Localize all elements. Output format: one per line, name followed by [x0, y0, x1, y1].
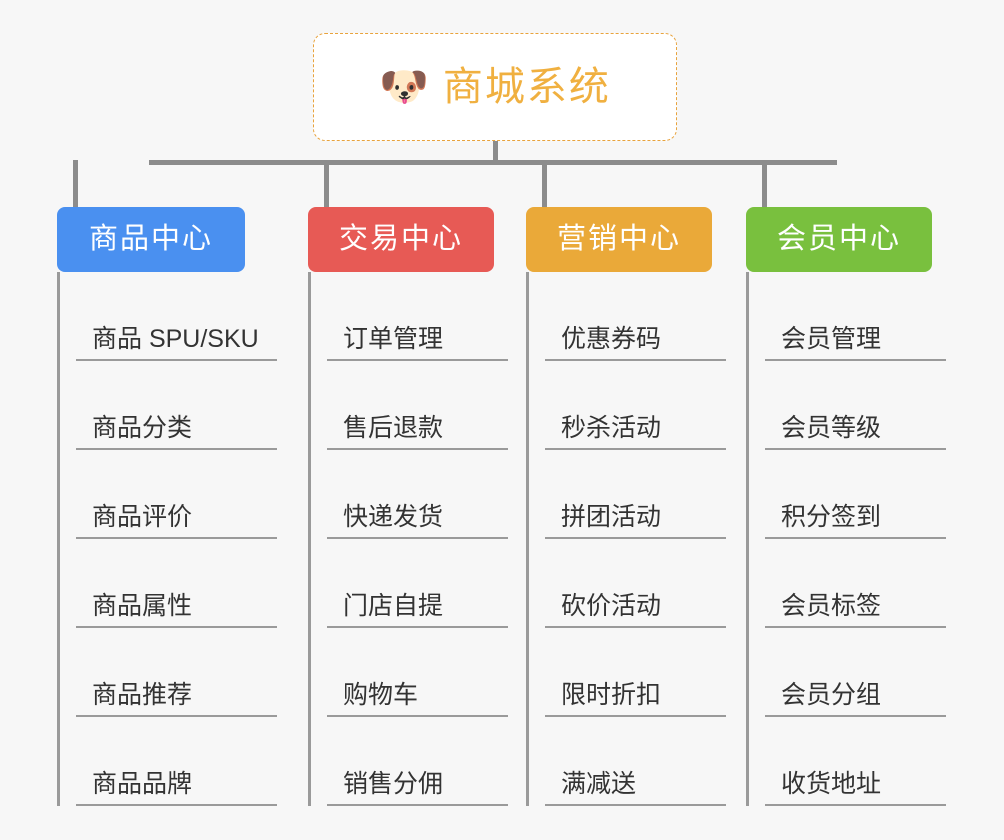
branch-item[interactable]: 商品品牌 — [76, 717, 277, 806]
branch-item[interactable]: 会员管理 — [765, 272, 946, 361]
branch-header-trade-center[interactable]: 交易中心 — [308, 207, 494, 272]
branch-header-label: 交易中心 — [338, 223, 463, 255]
connector-drop-marketing-center — [542, 160, 547, 207]
branch-product-center: 商品中心商品 SPU/SKU 商品分类商品评价商品属性商品推荐商品品牌 — [57, 207, 277, 806]
branch-item-label: 商品评价 — [92, 503, 193, 531]
branch-item[interactable]: 会员分组 — [765, 628, 946, 717]
branch-item-label: 售后退款 — [343, 414, 444, 442]
branch-item-label: 商品属性 — [92, 592, 193, 620]
branch-item[interactable]: 限时折扣 — [545, 628, 726, 717]
branch-item[interactable]: 会员等级 — [765, 361, 946, 450]
branch-items-product-center: 商品 SPU/SKU 商品分类商品评价商品属性商品推荐商品品牌 — [57, 272, 277, 806]
branch-header-label: 商品中心 — [88, 223, 213, 255]
branch-item-label: 满减送 — [561, 770, 637, 798]
connector-drop-member-center — [762, 160, 767, 207]
branch-item-label: 商品 SPU/SKU — [92, 325, 259, 353]
branch-items-member-center: 会员管理会员等级积分签到会员标签会员分组收货地址 — [746, 272, 946, 806]
branch-item[interactable]: 秒杀活动 — [545, 361, 726, 450]
branch-item[interactable]: 商品评价 — [76, 450, 277, 539]
branch-item[interactable]: 快递发货 — [327, 450, 508, 539]
branch-item[interactable]: 会员标签 — [765, 539, 946, 628]
branch-items-trade-center: 订单管理售后退款快递发货门店自提购物车销售分佣 — [308, 272, 508, 806]
branch-header-product-center[interactable]: 商品中心 — [57, 207, 245, 272]
connector-drop-trade-center — [324, 160, 329, 207]
branch-item[interactable]: 商品分类 — [76, 361, 277, 450]
branch-item-label: 限时折扣 — [561, 681, 662, 709]
branch-item[interactable]: 积分签到 — [765, 450, 946, 539]
branch-item-label: 优惠券码 — [561, 325, 662, 353]
branch-item-label: 快递发货 — [343, 503, 444, 531]
branch-item[interactable]: 收货地址 — [765, 717, 946, 806]
branch-item-label: 订单管理 — [343, 325, 444, 353]
branch-marketing-center: 营销中心优惠券码秒杀活动拼团活动砍价活动限时折扣满减送 — [526, 207, 726, 806]
branch-item-label: 销售分佣 — [343, 770, 444, 798]
dog-face-icon: 🐶 — [379, 65, 429, 109]
connector-horizontal-bar — [149, 160, 837, 165]
branch-item-label: 购物车 — [343, 681, 419, 709]
branch-item-label: 砍价活动 — [561, 592, 662, 620]
branch-item[interactable]: 优惠券码 — [545, 272, 726, 361]
branch-items-marketing-center: 优惠券码秒杀活动拼团活动砍价活动限时折扣满减送 — [526, 272, 726, 806]
branch-item-label: 商品推荐 — [92, 681, 193, 709]
branch-item-label: 收货地址 — [781, 770, 882, 798]
branch-item[interactable]: 商品属性 — [76, 539, 277, 628]
branch-item[interactable]: 满减送 — [545, 717, 726, 806]
branch-header-marketing-center[interactable]: 营销中心 — [526, 207, 712, 272]
branch-item-label: 秒杀活动 — [561, 414, 662, 442]
branch-item-label: 会员等级 — [781, 414, 882, 442]
branch-item-label: 会员管理 — [781, 325, 882, 353]
branch-header-member-center[interactable]: 会员中心 — [746, 207, 932, 272]
branch-item[interactable]: 购物车 — [327, 628, 508, 717]
branch-trade-center: 交易中心订单管理售后退款快递发货门店自提购物车销售分佣 — [308, 207, 508, 806]
branch-item-label: 商品品牌 — [92, 770, 193, 798]
branch-header-label: 会员中心 — [776, 223, 901, 255]
branch-item-label: 门店自提 — [343, 592, 444, 620]
branch-item[interactable]: 商品推荐 — [76, 628, 277, 717]
branch-member-center: 会员中心会员管理会员等级积分签到会员标签会员分组收货地址 — [746, 207, 946, 806]
branch-item-label: 会员分组 — [781, 681, 882, 709]
branch-item[interactable]: 销售分佣 — [327, 717, 508, 806]
branch-item-label: 会员标签 — [781, 592, 882, 620]
branch-item-label: 积分签到 — [781, 503, 882, 531]
branch-item[interactable]: 订单管理 — [327, 272, 508, 361]
branch-item[interactable]: 砍价活动 — [545, 539, 726, 628]
connector-stem — [493, 141, 498, 163]
branch-item[interactable]: 拼团活动 — [545, 450, 726, 539]
root-title: 商城系统 — [442, 65, 611, 109]
root-node[interactable]: 🐶 商城系统 — [313, 33, 677, 141]
connector-drop-product-center — [73, 160, 78, 207]
branch-item[interactable]: 商品 SPU/SKU — [76, 272, 277, 361]
branch-item[interactable]: 售后退款 — [327, 361, 508, 450]
branch-header-label: 营销中心 — [556, 223, 681, 255]
branch-item-label: 拼团活动 — [561, 503, 662, 531]
branch-item[interactable]: 门店自提 — [327, 539, 508, 628]
branch-item-label: 商品分类 — [92, 414, 193, 442]
